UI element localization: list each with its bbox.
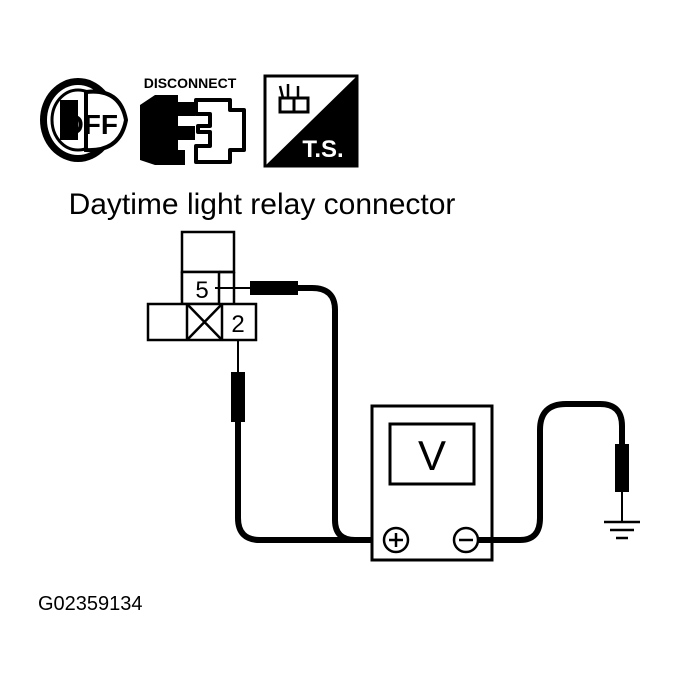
voltmeter: V bbox=[370, 404, 494, 562]
mini-connector-icon bbox=[278, 84, 310, 114]
disconnect-label: DISCONNECT bbox=[144, 75, 237, 91]
figure-id: G02359134 bbox=[38, 593, 143, 615]
connector-disconnect-icon: DISCONNECT bbox=[140, 75, 246, 165]
ignition-off-label: OFF bbox=[62, 109, 118, 140]
pin-2-label: 2 bbox=[231, 311, 244, 338]
voltmeter-display: V bbox=[418, 432, 446, 479]
diagram-title: Daytime light relay connector bbox=[69, 188, 456, 221]
test-service-icon: T.S. bbox=[263, 74, 359, 168]
plus-terminal-icon bbox=[382, 526, 410, 554]
ground-symbol-icon bbox=[604, 520, 640, 540]
ignition-key-off-icon: OFF bbox=[40, 78, 129, 162]
relay-connector: 5 2 bbox=[146, 230, 258, 342]
probe-lead-pin-2 bbox=[231, 340, 355, 543]
ts-label: T.S. bbox=[302, 136, 343, 163]
negative-lead bbox=[478, 401, 629, 543]
minus-terminal-icon bbox=[452, 526, 480, 554]
pin-5-label: 5 bbox=[195, 277, 208, 304]
